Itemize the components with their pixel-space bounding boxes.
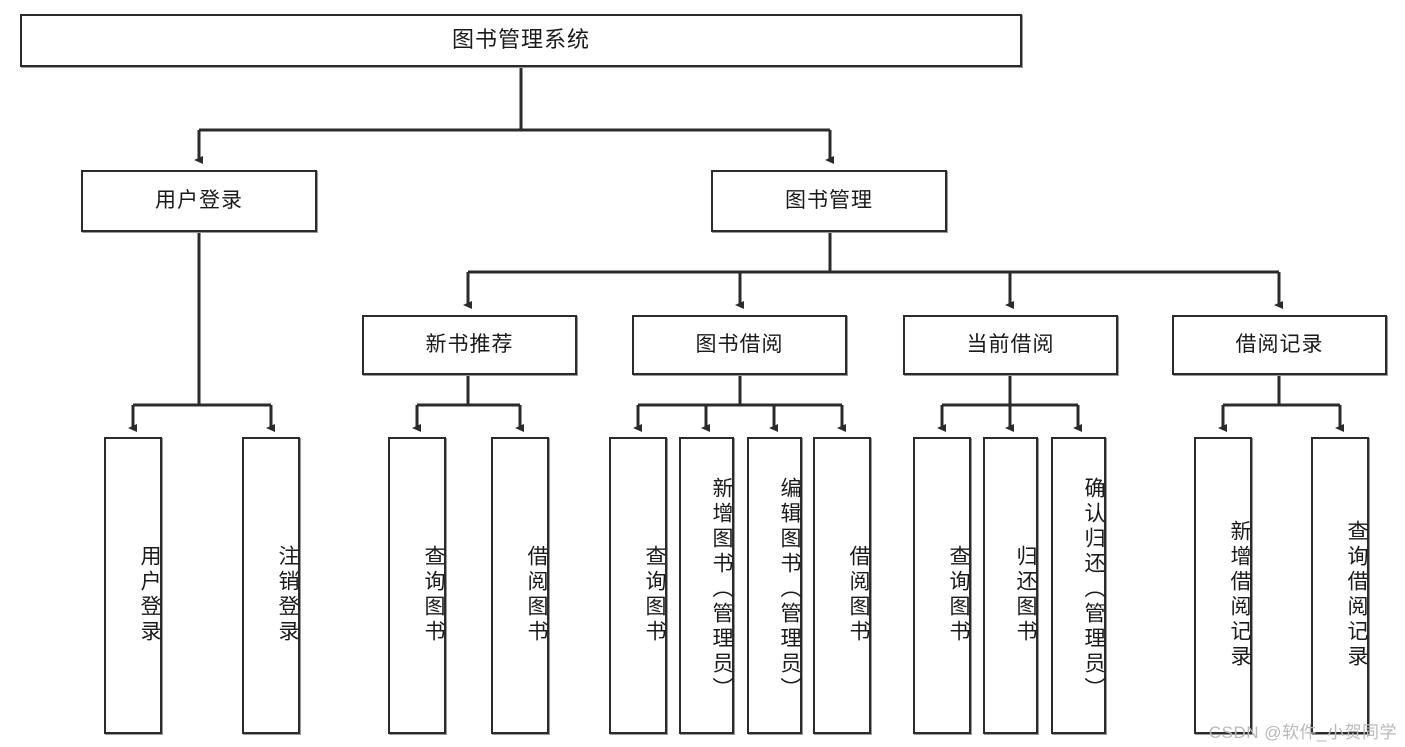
node-user-login[interactable]: 用户登录 <box>81 170 317 232</box>
leaf-query-record-label: 查询借阅记录 <box>1345 519 1368 670</box>
node-book-borrow[interactable]: 图书借阅 <box>632 315 847 375</box>
leaf-add-book[interactable]: 新增图书（管理员） <box>679 437 734 734</box>
leaf-query-book-2[interactable]: 查询图书 <box>609 437 667 734</box>
leaf-edit-book-label: 编辑图书（管理员） <box>778 477 801 702</box>
leaf-query-book-1-label: 查询图书 <box>422 544 445 645</box>
leaf-add-book-label: 新增图书（管理员） <box>710 477 733 702</box>
leaf-user-login[interactable]: 用户登录 <box>104 437 162 734</box>
node-current-borrow-label: 当前借阅 <box>966 333 1055 357</box>
leaf-confirm-return-label: 确认归还（管理员） <box>1082 477 1105 702</box>
leaf-query-book-1[interactable]: 查询图书 <box>388 437 446 734</box>
leaf-add-record-label: 新增借阅记录 <box>1228 519 1251 670</box>
watermark: CSDN @软件_小贺同学 <box>1208 723 1397 742</box>
leaf-confirm-return[interactable]: 确认归还（管理员） <box>1051 437 1106 734</box>
leaf-logout-login-label: 注销登录 <box>276 544 299 645</box>
node-borrow-record[interactable]: 借阅记录 <box>1172 315 1387 375</box>
node-book-manage-label: 图书管理 <box>785 189 873 213</box>
node-root-label: 图书管理系统 <box>451 27 590 53</box>
node-current-borrow[interactable]: 当前借阅 <box>903 315 1118 375</box>
leaf-return-book-label: 归还图书 <box>1014 544 1037 645</box>
leaf-add-record[interactable]: 新增借阅记录 <box>1194 437 1252 734</box>
node-new-book-recommend-label: 新书推荐 <box>425 333 514 357</box>
leaf-query-book-3[interactable]: 查询图书 <box>913 437 971 734</box>
leaf-borrow-book-1[interactable]: 借阅图书 <box>491 437 549 734</box>
node-root[interactable]: 图书管理系统 <box>20 14 1022 67</box>
leaf-query-record[interactable]: 查询借阅记录 <box>1311 437 1369 734</box>
node-book-manage[interactable]: 图书管理 <box>711 170 947 232</box>
leaf-edit-book[interactable]: 编辑图书（管理员） <box>747 437 802 734</box>
leaf-borrow-book-2-label: 借阅图书 <box>847 544 870 645</box>
node-user-login-label: 用户登录 <box>155 189 243 213</box>
leaf-return-book[interactable]: 归还图书 <box>983 437 1038 734</box>
leaf-user-login-label: 用户登录 <box>138 544 161 645</box>
leaf-query-book-3-label: 查询图书 <box>947 544 970 645</box>
leaf-borrow-book-2[interactable]: 借阅图书 <box>813 437 871 734</box>
node-borrow-record-label: 借阅记录 <box>1235 333 1324 357</box>
node-new-book-recommend[interactable]: 新书推荐 <box>362 315 577 375</box>
leaf-query-book-2-label: 查询图书 <box>643 544 666 645</box>
leaf-borrow-book-1-label: 借阅图书 <box>525 544 548 645</box>
leaf-logout-login[interactable]: 注销登录 <box>242 437 300 734</box>
node-book-borrow-label: 图书借阅 <box>695 333 784 357</box>
